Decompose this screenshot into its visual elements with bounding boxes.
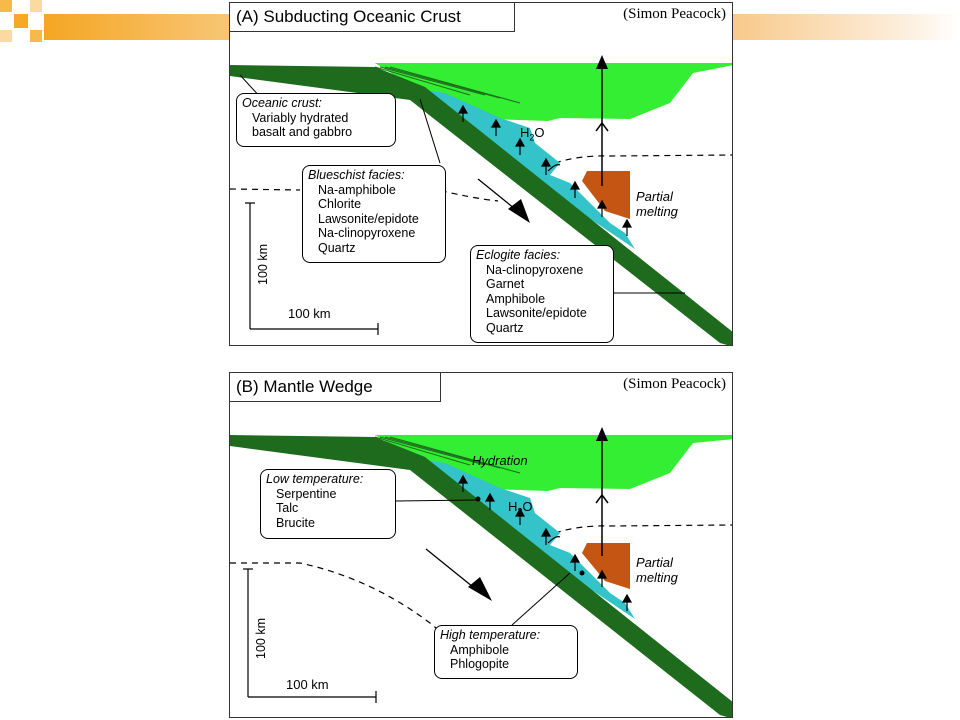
flow-arrow-head [508, 199, 530, 223]
deco-square [14, 14, 28, 28]
vertical-scale-label: 100 km [254, 618, 268, 659]
panel-a-diagram [230, 55, 732, 345]
panel-b-credit: (Simon Peacock) [623, 376, 726, 392]
eclogite-item: Amphibole [486, 291, 546, 306]
eclogite-heading: Eclogite facies: [476, 248, 561, 262]
partial-melting-label: Partial melting [636, 555, 678, 585]
horizontal-scale-label: 100 km [286, 677, 329, 692]
panel-b-title: (B) Mantle Wedge [230, 373, 441, 402]
blueschist-heading: Blueschist facies: [308, 168, 405, 182]
flow-arrow-head [468, 577, 492, 601]
h2o-label: H2O [508, 499, 533, 517]
high-temperature-item: Amphibole [450, 642, 510, 657]
isotherm-line-left [230, 188, 301, 191]
deco-square [30, 30, 42, 42]
eclogite-facies-box: Eclogite facies: Na-clinopyroxene Garnet… [470, 245, 614, 343]
panel-mantle-wedge: (B) Mantle Wedge (Simon Peacock) Hydrati… [229, 372, 733, 718]
serpentine-point [475, 496, 481, 502]
low-temperature-item: Talc [276, 501, 299, 515]
isotherm-line-upper [554, 154, 732, 164]
deco-square [0, 0, 12, 12]
blueschist-item: Na-clinopyroxene [318, 226, 416, 240]
high-temperature-item: Phlogopite [450, 657, 510, 671]
panel-subducting-oceanic-crust: (A) Subducting Oceanic Crust (Simon Peac… [229, 2, 733, 346]
curl-arrow [547, 536, 561, 544]
blueschist-item: Quartz [318, 240, 356, 255]
oceanic-crust-box: Oceanic crust: Variably hydrated basalt … [236, 93, 396, 147]
trench-lines [374, 436, 521, 474]
blueschist-item: Chlorite [318, 197, 362, 211]
eclogite-item: Quartz [486, 320, 524, 335]
scale-bars [245, 202, 379, 335]
curl-arrow [547, 164, 561, 172]
panel-a-title: (A) Subducting Oceanic Crust [230, 3, 515, 32]
eclogite-item: Lawsonite/epidote [486, 306, 587, 320]
leader-lines [395, 499, 571, 626]
flow-direction-arrow [425, 548, 479, 592]
isotherm-line-lower [429, 187, 499, 202]
eclogite-item: Na-clinopyroxene [486, 262, 584, 277]
partial-melt [582, 543, 630, 589]
low-temperature-heading: Low temperature: [266, 472, 364, 486]
deco-square [30, 0, 42, 12]
deco-square [0, 30, 12, 42]
horizontal-scale-label: 100 km [288, 306, 331, 321]
panel-b-diagram [230, 427, 732, 717]
vertical-scale-label: 100 km [256, 244, 270, 285]
isotherm-line-upper [554, 524, 732, 534]
eclogite-item: Garnet [486, 277, 525, 291]
blueschist-item: Lawsonite/epidote [318, 211, 419, 226]
water-release-arrows [457, 104, 633, 236]
panel-a-credit: (Simon Peacock) [623, 6, 726, 22]
magma-arrow-head [596, 55, 608, 69]
low-temperature-item: Brucite [276, 515, 315, 530]
partial-melting-label: Partial melting [636, 189, 678, 219]
blueschist-item: Na-amphibole [318, 182, 396, 197]
deco-bar [44, 14, 230, 40]
oceanic-crust-heading: Oceanic crust: [242, 96, 322, 110]
water-release-arrows [457, 474, 633, 611]
high-temperature-box: High temperature: Amphibole Phlogopite [434, 625, 578, 679]
isotherm-line-lower [230, 562, 491, 674]
high-temperature-heading: High temperature: [440, 628, 541, 642]
low-temperature-box: Low temperature: Serpentine Talc Brucite [260, 469, 396, 539]
oceanic-crust-item: Variably hydrated [252, 110, 349, 125]
hydration-label: Hydration [472, 453, 528, 468]
h2o-label: H2O [520, 125, 545, 143]
partial-melt [582, 171, 630, 219]
magma-arrow-head [596, 427, 608, 441]
amphibole-point [579, 570, 585, 576]
scale-bars [243, 568, 377, 703]
slide-decoration-bar [733, 14, 960, 40]
low-temperature-item: Serpentine [276, 486, 337, 501]
oceanic-crust-item: basalt and gabbro [252, 125, 353, 139]
slide-decoration [0, 0, 230, 60]
trench-lines [374, 66, 521, 104]
blueschist-facies-box: Blueschist facies: Na-amphibole Chlorite… [302, 165, 446, 263]
